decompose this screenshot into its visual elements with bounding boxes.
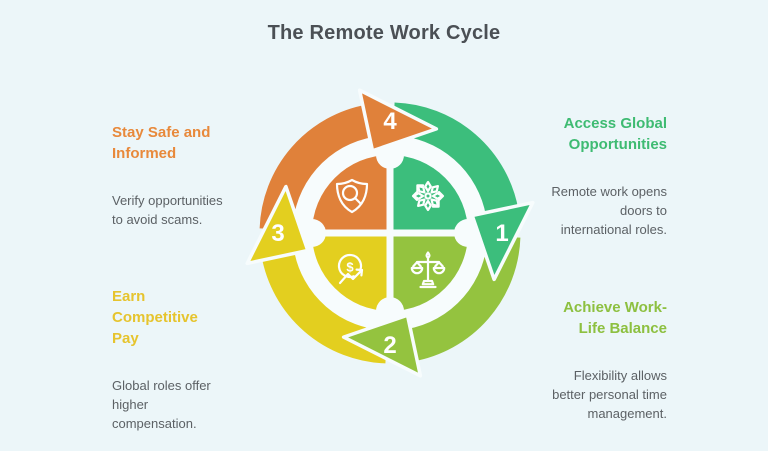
remote-work-cycle-infographic: The Remote Work Cycle Stay Safe and Info…: [112, 22, 667, 431]
quadrant-wheel: [298, 141, 482, 325]
page-title: The Remote Work Cycle: [267, 22, 501, 44]
step-number-4: 4: [383, 108, 397, 135]
step-2-heading: Achieve Work- Life Balance: [563, 299, 667, 337]
cycle-arrowhead-2: [341, 313, 423, 378]
step-4-description: Verify opportunities to avoid scams.: [112, 193, 223, 227]
shield-search-icon: [335, 178, 369, 214]
step-3-heading: Earn Competitive Pay: [112, 288, 198, 347]
cycle-arrowhead-4: [357, 88, 439, 153]
step-number-2: 2: [383, 332, 396, 359]
dollar-growth-icon: $: [337, 253, 364, 285]
step-number-3: 3: [271, 220, 284, 247]
step-1-description: Remote work opens doors to international…: [551, 184, 667, 237]
quadrant-bottom-left: [312, 233, 390, 311]
ornament-globe-icon: [411, 180, 445, 212]
step-number-1: 1: [495, 220, 508, 247]
quadrant-top-left: [312, 155, 390, 233]
cycle-arrowhead-1: [470, 200, 535, 282]
balance-scales-icon: [410, 251, 446, 289]
cycle-diagram: $ 1 2 3 4: [245, 88, 535, 378]
svg-text:$: $: [346, 260, 354, 275]
step-1-text-block: Access Global Opportunities Remote work …: [497, 95, 667, 257]
step-1-heading: Access Global Opportunities: [563, 115, 667, 153]
step-4-heading: Stay Safe and Informed: [112, 124, 211, 162]
step-4-text-block: Stay Safe and Informed Verify opportunit…: [112, 104, 276, 247]
cycle-arrowhead-3: [245, 184, 310, 266]
